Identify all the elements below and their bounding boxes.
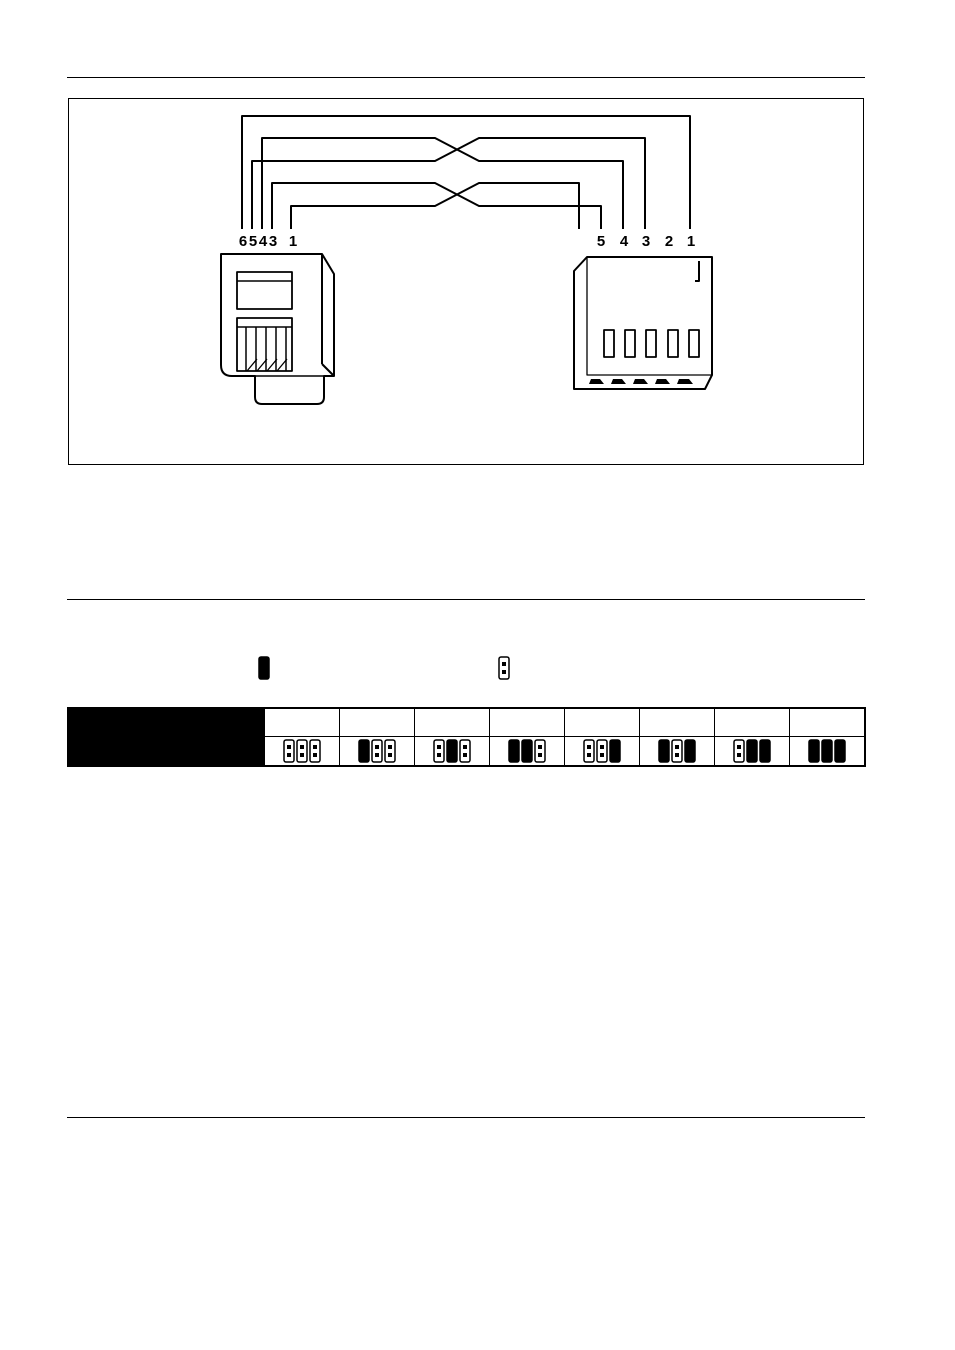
- column-label: [490, 709, 564, 737]
- jumper-pattern: [565, 737, 639, 765]
- jumper-pattern: [415, 737, 489, 765]
- jumper-open-icon: [432, 739, 445, 763]
- jumper-group: [432, 739, 471, 763]
- left-pin-label: 3: [269, 233, 277, 250]
- jumper-settings-table: [67, 707, 866, 767]
- column-label: [265, 709, 339, 737]
- wire-1-to-5: [290, 182, 580, 229]
- jumper-closed-icon: [745, 739, 758, 763]
- wire-4-to-3: [261, 137, 624, 229]
- column-label: [790, 709, 864, 737]
- jumper-group: [807, 739, 846, 763]
- jumper-open-icon: [383, 739, 396, 763]
- section-rule-bottom: [67, 1117, 865, 1118]
- jumper-closed-icon: [683, 739, 696, 763]
- column-label: [640, 709, 714, 737]
- left-plug-pin-labels: 6 5 4 3 1: [239, 233, 297, 250]
- jumper-group: [657, 739, 696, 763]
- jumper-open-icon: [732, 739, 745, 763]
- jumper-closed-icon: [833, 739, 846, 763]
- column-label: [340, 709, 414, 737]
- jumper-closed-icon: [445, 739, 458, 763]
- jumper-closed-icon: [520, 739, 533, 763]
- jumper-pattern: [490, 737, 564, 765]
- left-pin-label: 5: [249, 233, 257, 250]
- modular-plug-icon: [220, 253, 335, 405]
- jumper-group: [582, 739, 621, 763]
- jumper-group: [282, 739, 321, 763]
- table-column: [564, 709, 639, 765]
- jumper-open-icon: [582, 739, 595, 763]
- table-column: [264, 709, 339, 765]
- jumper-pattern: [340, 737, 414, 765]
- column-label: [415, 709, 489, 737]
- left-pin-label: 1: [289, 233, 297, 250]
- cable-wiring-diagram: 6 5 4 3 1 5 4 3 2 1: [68, 98, 864, 465]
- wiring-diagram-svg: 6 5 4 3 1 5 4 3 2 1: [220, 115, 713, 405]
- jumper-closed-icon: [807, 739, 820, 763]
- jumper-open-icon: [458, 739, 471, 763]
- jumper-closed-icon: [507, 739, 520, 763]
- left-pin-label: 4: [259, 233, 268, 250]
- right-pin-label: 3: [642, 233, 650, 250]
- right-pin-label: 4: [620, 233, 629, 250]
- table-column: [489, 709, 564, 765]
- jumper-open-icon: [370, 739, 383, 763]
- jumper-closed-icon: [758, 739, 771, 763]
- section-rule-middle: [67, 599, 865, 600]
- jumper-pattern: [790, 737, 864, 765]
- table-column: [789, 709, 864, 765]
- jumper-open-icon: [670, 739, 683, 763]
- column-label: [565, 709, 639, 737]
- jumper-closed-icon: [608, 739, 621, 763]
- jumper-open-icon: [498, 656, 510, 680]
- column-label: [715, 709, 789, 737]
- jumper-pattern: [715, 737, 789, 765]
- modular-jack-icon: [573, 256, 713, 390]
- jumper-open-icon: [282, 739, 295, 763]
- table-header-cell: [69, 709, 264, 765]
- right-pin-label: 1: [687, 233, 695, 250]
- table-column: [714, 709, 789, 765]
- jumper-group: [732, 739, 771, 763]
- table-column: [414, 709, 489, 765]
- jumper-pattern: [640, 737, 714, 765]
- jumper-open-icon: [295, 739, 308, 763]
- jumper-closed-icon: [357, 739, 370, 763]
- jumper-closed-icon: [657, 739, 670, 763]
- top-rule: [67, 77, 865, 78]
- jumper-open-icon: [533, 739, 546, 763]
- left-pin-label: 6: [239, 233, 247, 250]
- wire-6-to-1: [241, 115, 691, 229]
- right-pin-label: 5: [597, 233, 605, 250]
- jumper-group: [507, 739, 546, 763]
- jumper-group: [357, 739, 396, 763]
- jumper-open-icon: [308, 739, 321, 763]
- right-jack-pin-labels: 5 4 3 2 1: [597, 233, 695, 250]
- table-column: [339, 709, 414, 765]
- jumper-open-icon: [595, 739, 608, 763]
- jumper-closed-icon: [820, 739, 833, 763]
- jumper-closed-icon: [258, 656, 270, 680]
- table-column: [639, 709, 714, 765]
- jumper-pattern: [265, 737, 339, 765]
- right-pin-label: 2: [665, 233, 673, 250]
